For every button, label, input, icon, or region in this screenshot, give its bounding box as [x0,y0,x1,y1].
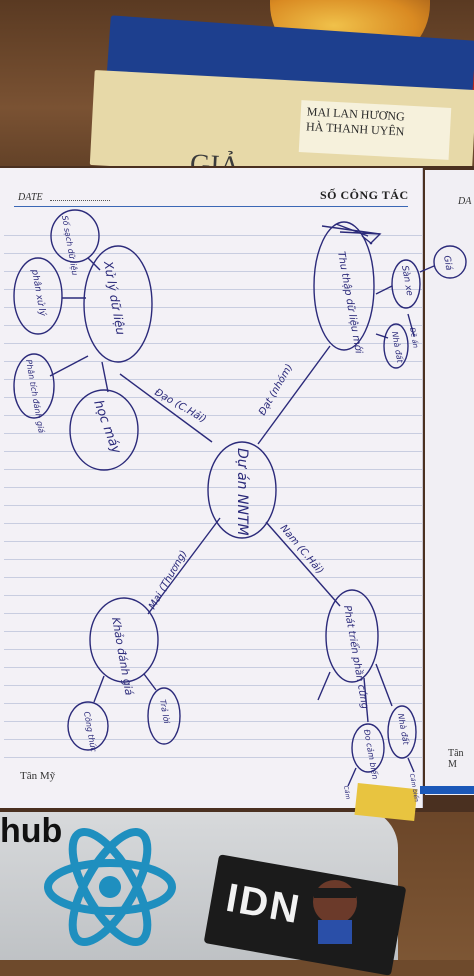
book-author-label: MAI LAN HƯƠNG HÀ THANH UYÊN [298,100,452,160]
child-traloi-label: Trả lời [158,699,172,725]
child-sanxe-label: Sàn xe [399,265,414,297]
child-phantich-outline [13,353,55,419]
edge-to-phattrien [265,521,341,607]
child-phanxuly-outline [13,257,63,335]
child-congthuc-label: Công thức [82,711,99,754]
child-hocmay-outline [69,389,139,471]
child-hocmay-label: học máy [90,398,123,456]
node-thuthap-outline [313,221,375,351]
date-label: DATE [18,192,43,203]
child-congthuc-outline [67,701,109,751]
right-page-footer: Tân M [448,748,464,770]
edge-label-nam: Nam (C.Hải) [278,522,326,576]
github-sticker-text: hub [0,812,63,850]
edge-to-xuly [119,373,213,443]
edge-to-khaosat [147,517,221,615]
node-xuly-outline [83,245,153,363]
child-gia-outline [433,245,467,279]
center-node-outline [207,441,277,539]
node-thuthap-label: Thu thập dữ liệu mới [335,250,365,354]
child-gia-label: Giá [441,255,454,272]
date-line [50,200,110,201]
child-docambien-label: Đo cảm biến [362,729,381,781]
node-xuly-label: Xử lý dữ liệu [101,259,128,336]
child-nhadat-outline [383,323,409,369]
notebook-right-page [425,170,474,795]
center-node-label: Dự án NNTM [234,448,250,536]
child-nhadat2-outline [387,705,417,759]
edge-label-mai: Mai (Thương) [147,549,190,612]
child-phantich-label: Phân tích đánh giá [24,359,46,434]
pirate-character-sticker [313,880,357,944]
notebook-blue-edge [420,786,474,794]
child-phanxuly-label: phân xử lý [29,268,48,318]
child-sanxe-outline [391,259,421,309]
child-nhadat2-label: Nhà đất [396,713,411,747]
child-cambien-label: Cảm biến [408,773,420,803]
child-sosach-label: Số sạch dữ liệu [60,215,80,277]
node-khaosat-label: Khảo đánh giá [109,616,136,696]
edge-to-thuthap [257,345,331,445]
react-logo-icon [44,827,176,947]
child-sosach-outline [50,209,100,263]
child-dean-label: Đề án [408,327,419,349]
node-phattrien-outline [325,589,379,683]
child-docambien-outline [351,723,385,773]
child-nhadat-label: Nhà đất [390,331,405,365]
child-traloi-outline [147,687,181,745]
node-phattrien-label: Phát triển phần cứng [341,604,372,710]
page-header-title: SỐ CÔNG TÁC [320,188,409,202]
ruled-lines [4,218,422,758]
footer-brand: Tân Mỹ [20,770,56,782]
node-khaosat-outline [89,597,159,683]
right-page-date: DA [458,196,472,207]
mind-map: Dự án NNTM Đạo (C.Hải) Xử lý dữ liệu Số … [13,209,467,803]
child-cam-label: Cảm [342,785,351,800]
header-rule [14,206,408,207]
edge-label-dat: Đạt (nhóm) [256,362,295,418]
